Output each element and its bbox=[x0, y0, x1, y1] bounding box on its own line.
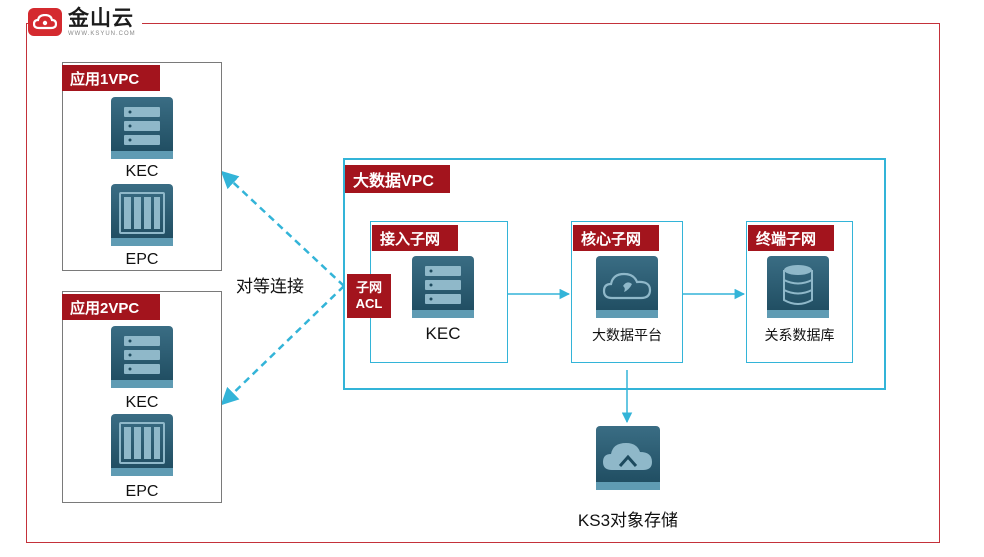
peering-link-app2 bbox=[220, 285, 345, 406]
bigdata-platform-icon bbox=[596, 256, 658, 318]
app1-epc-server-icon bbox=[111, 184, 173, 246]
app2-epc-label: EPC bbox=[125, 483, 159, 500]
access-subnet-title: 接入子网 bbox=[372, 225, 458, 251]
core-subnet-title: 核心子网 bbox=[573, 225, 659, 251]
access-kec-label: KEC bbox=[425, 324, 461, 343]
database-icon bbox=[767, 256, 829, 318]
database-label: 关系数据库 bbox=[764, 327, 835, 343]
peering-label: 对等连接 bbox=[236, 277, 304, 296]
subnet-acl-badge: 子网 ACL bbox=[347, 274, 391, 318]
bigdata-vpc bbox=[343, 158, 886, 390]
app2-kec-label: KEC bbox=[125, 394, 159, 411]
object-storage-icon bbox=[596, 426, 660, 490]
app2-vpc-title: 应用2VPC bbox=[62, 294, 160, 320]
terminal-subnet-title: 终端子网 bbox=[748, 225, 834, 251]
bigdata-vpc-title: 大数据VPC bbox=[345, 165, 450, 193]
outer-frame bbox=[26, 23, 940, 543]
logo-name: 金山云 bbox=[68, 6, 134, 30]
bigdata-platform-label: 大数据平台 bbox=[592, 327, 662, 343]
logo: 金山云 WWW.KSYUN.COM bbox=[28, 6, 142, 38]
cloud-logo-icon bbox=[28, 8, 62, 36]
app1-kec-label: KEC bbox=[125, 163, 159, 180]
access-kec-server-icon bbox=[412, 256, 474, 318]
object-storage-label: KS3对象存储 bbox=[577, 511, 679, 530]
app1-epc-label: EPC bbox=[125, 251, 159, 268]
acl-line1: 子网 bbox=[355, 280, 382, 295]
acl-line2: ACL bbox=[355, 296, 383, 311]
peering-link-app1 bbox=[220, 170, 345, 287]
app1-vpc-title: 应用1VPC bbox=[62, 65, 160, 91]
app2-kec-server-icon bbox=[111, 326, 173, 388]
app2-epc-server-icon bbox=[111, 414, 173, 476]
app1-kec-server-icon bbox=[111, 97, 173, 159]
logo-domain: WWW.KSYUN.COM bbox=[68, 30, 136, 37]
